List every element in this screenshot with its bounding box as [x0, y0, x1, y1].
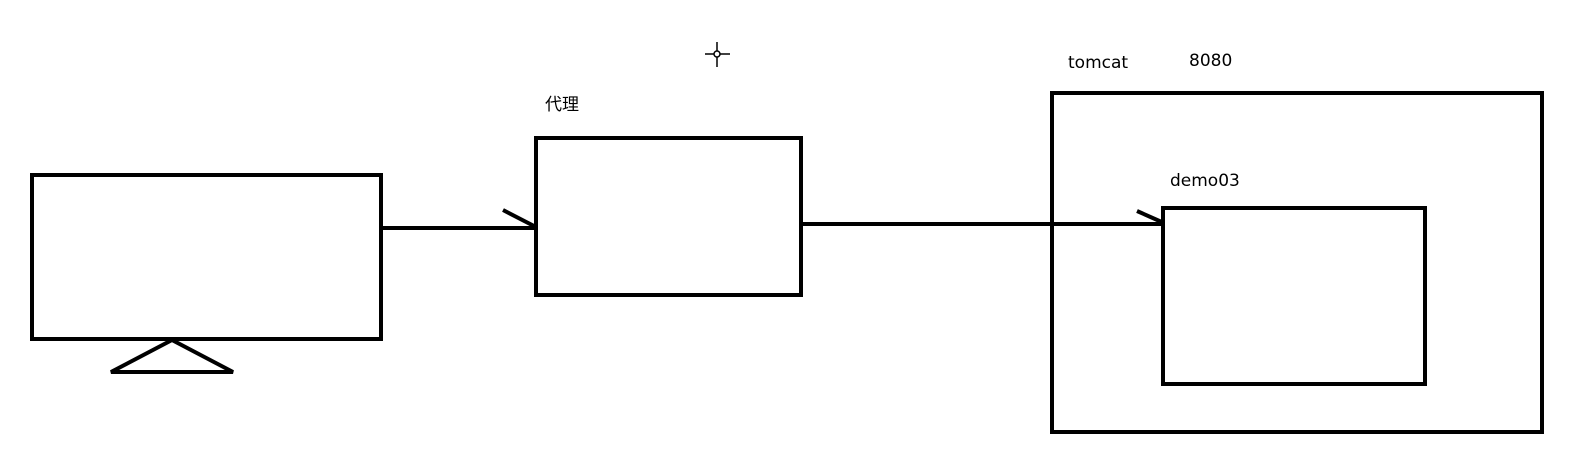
tomcat-box	[1050, 91, 1544, 434]
proxy-box	[534, 136, 803, 297]
arrow-client-to-proxy	[381, 208, 536, 230]
tomcat-label: tomcat	[1068, 53, 1129, 73]
monitor-stand	[110, 337, 234, 374]
monitor-screen	[30, 173, 383, 341]
proxy-label: 代理	[545, 95, 579, 115]
demo03-label: demo03	[1170, 171, 1240, 191]
client-monitor	[30, 173, 383, 374]
demo03-box	[1161, 206, 1427, 386]
crosshair-cursor-icon	[705, 42, 730, 67]
port-label: 8080	[1189, 51, 1233, 71]
arrow-proxy-to-app	[801, 209, 1165, 226]
